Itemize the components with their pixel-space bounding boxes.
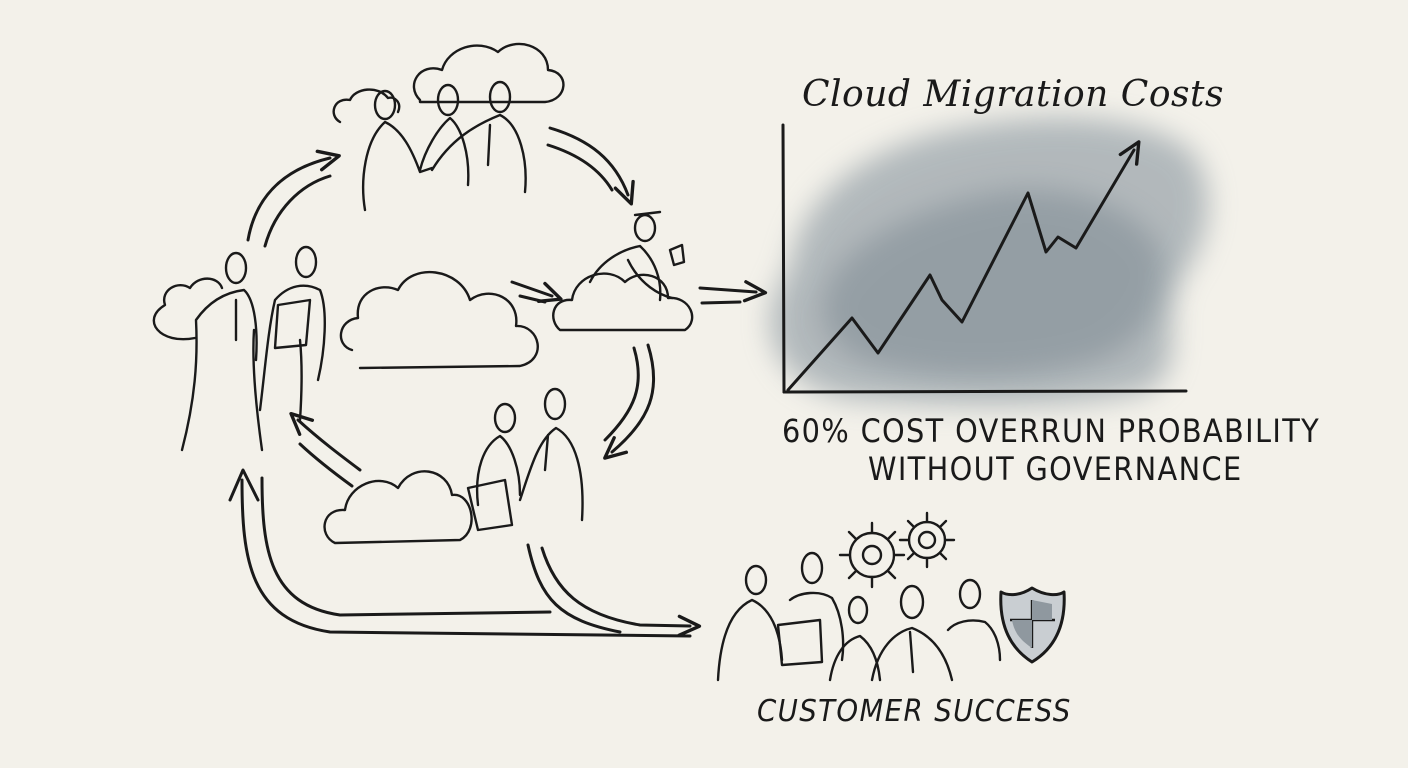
- cloud-icon: [152, 42, 694, 545]
- cloud-center: [339, 270, 539, 370]
- cloud-worker: [552, 272, 694, 332]
- customer-success-label: CUSTOMER SUCCESS: [757, 694, 1072, 729]
- y-axis: [781, 123, 786, 394]
- stat-subline: WITHOUT GOVERNANCE: [868, 450, 1243, 488]
- shield-icon: [999, 586, 1066, 664]
- cloud-bottom: [323, 470, 473, 545]
- arrow-back-to-team: [289, 411, 362, 472]
- arrow-to-chart-inner: [700, 300, 742, 305]
- arrow-to-customer-success: [540, 546, 702, 637]
- worker-on-cloud: [588, 210, 686, 302]
- cycle-arrows: [228, 126, 768, 638]
- x-axis: [782, 389, 1188, 394]
- review-pair: [466, 387, 584, 532]
- cloud-small: [332, 88, 401, 124]
- cost-trend-line: [786, 140, 1141, 392]
- chart-title: Cloud Migration Costs: [802, 74, 1224, 115]
- clipboard: [273, 298, 312, 350]
- arrow-to-handshake-inner: [263, 174, 332, 248]
- chart-axes: [781, 123, 1188, 394]
- arrow-to-success-inner: [526, 543, 622, 634]
- tablet: [466, 478, 514, 532]
- stat-headline: 60% COST OVERRUN PROBABILITY: [782, 412, 1321, 450]
- arrow-to-chart: [698, 280, 768, 303]
- arrow-cloud-to-worker-inner: [518, 294, 547, 304]
- cloud-top: [412, 42, 565, 104]
- cloud-left: [152, 277, 224, 341]
- arrow-to-handshake: [246, 149, 341, 242]
- arrow-to-review: [603, 343, 656, 460]
- team-left: [180, 245, 326, 452]
- arrow-cloud-to-worker: [510, 280, 563, 304]
- chart-wash: [770, 117, 1209, 406]
- arrow-team-to-success: [240, 478, 692, 638]
- arrow-to-worker-inner: [546, 143, 614, 192]
- customer-success-group: [716, 551, 1002, 682]
- arrow-team-to-success-inner: [260, 476, 552, 617]
- gear-icon: [838, 511, 956, 589]
- trend-line: [786, 140, 1141, 392]
- arrow-back-to-team-inner: [298, 442, 354, 488]
- arrow-to-worker: [548, 126, 635, 206]
- handshake-group: [362, 80, 527, 212]
- arrow-up-head: [228, 468, 260, 502]
- arrow-to-review-inner: [603, 346, 640, 442]
